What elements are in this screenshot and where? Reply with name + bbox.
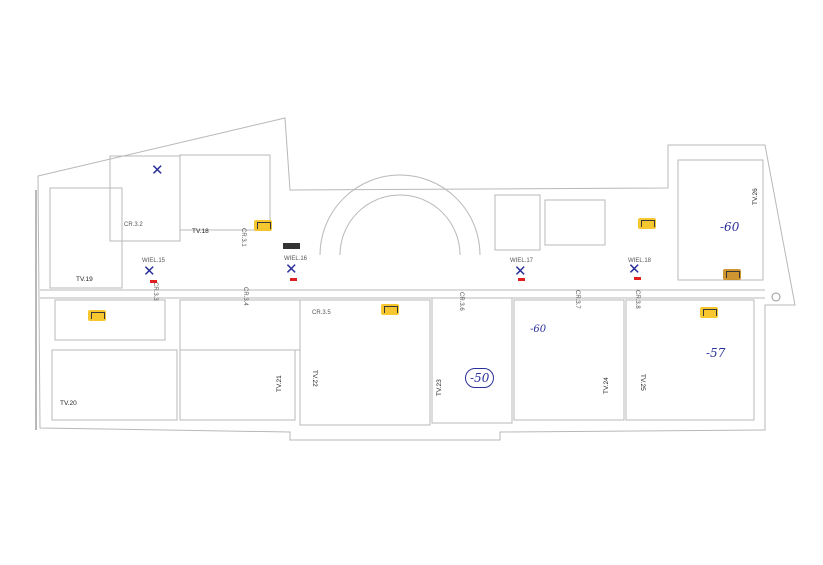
riser-label: CR.3.2 — [124, 222, 143, 228]
highlight-mark — [88, 310, 106, 321]
red-mark — [150, 280, 157, 283]
room — [109, 155, 181, 242]
shaft-label: WIEL.18 — [628, 258, 652, 264]
room — [49, 187, 123, 289]
riser-label: CR.3.4 — [242, 287, 248, 306]
room — [299, 299, 431, 426]
column-icon — [771, 292, 781, 302]
panel-icon — [283, 243, 300, 249]
room — [54, 299, 166, 341]
cross-mark-icon: ✕ — [143, 263, 156, 280]
room — [51, 349, 178, 421]
cross-mark-icon: ✕ — [628, 261, 641, 278]
elevator — [494, 194, 541, 251]
shaft-label: WIEL.16 — [284, 256, 308, 262]
riser-label: CR.3.3 — [152, 282, 158, 301]
unit-label: TV.20 — [60, 400, 77, 407]
shaft-label: WIEL.17 — [510, 258, 534, 264]
unit-label: TV.22 — [311, 370, 318, 387]
riser-label: CR.3.7 — [574, 290, 580, 309]
room — [179, 154, 271, 231]
handwritten-note: -60 — [530, 324, 547, 335]
highlight-mark — [723, 269, 741, 280]
highlight-mark — [254, 220, 272, 231]
unit-label: TV.18 — [192, 228, 209, 235]
unit-label: TV.21 — [276, 375, 283, 392]
riser-label: CR.3.6 — [458, 292, 464, 311]
highlight-mark — [700, 307, 718, 318]
red-mark — [518, 278, 525, 281]
unit-label: TV.19 — [76, 276, 93, 283]
room — [677, 159, 764, 281]
cross-mark-icon: ✕ — [285, 261, 298, 278]
room — [179, 349, 296, 421]
room — [513, 299, 625, 421]
room — [431, 297, 513, 424]
unit-label: TV.23 — [436, 379, 443, 396]
handwritten-note: -60 — [720, 220, 740, 234]
room — [544, 199, 606, 246]
red-mark — [634, 277, 641, 280]
highlight-mark — [381, 304, 399, 315]
unit-label: TV.24 — [603, 377, 610, 394]
handwritten-note: -50 — [465, 368, 495, 388]
highlight-mark — [638, 218, 656, 229]
unit-label: TV.26 — [752, 188, 759, 205]
riser-label: CR.3.8 — [634, 290, 640, 309]
shaft-label: WIEL.15 — [142, 258, 166, 264]
handwritten-note: -57 — [706, 346, 726, 360]
red-mark — [290, 278, 297, 281]
unit-label: TV.25 — [639, 374, 646, 391]
cross-mark-icon: ✕ — [151, 162, 164, 179]
riser-label: CR.3.1 — [240, 228, 246, 247]
outer-wall — [37, 117, 796, 441]
room — [179, 299, 301, 351]
staircase — [319, 174, 481, 256]
cross-mark-icon: ✕ — [514, 263, 527, 280]
room — [625, 299, 755, 421]
riser-label: CR.3.5 — [312, 310, 331, 316]
